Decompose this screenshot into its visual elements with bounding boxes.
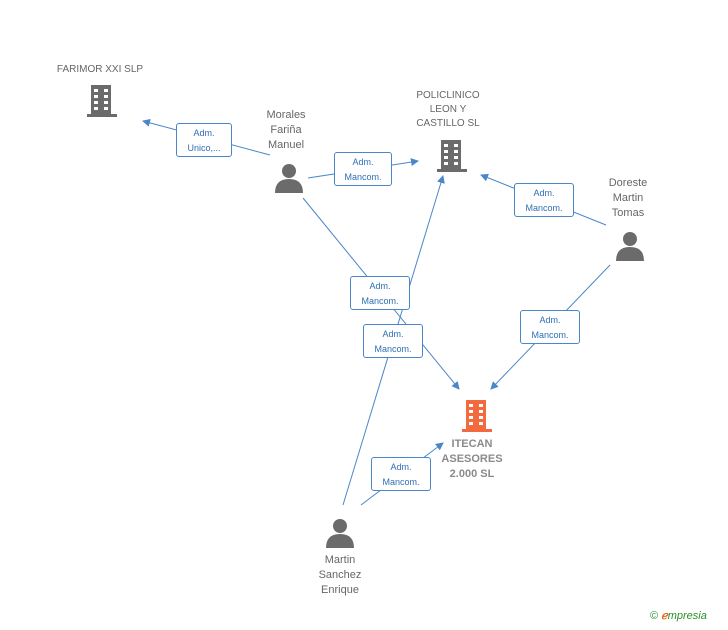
person-morales-label: Morales Fariña Manuel [266,109,306,151]
person-martin-label: Martin Sanchez Enrique [318,554,362,596]
person-icon [275,164,303,193]
relation-morales-policlinico[interactable]: Adm. Mancom. [334,152,392,186]
relation-martin-itecan[interactable]: Adm. Mancom. [371,457,431,491]
relation-martin-policlinico[interactable]: Adm. Mancom. [363,324,423,358]
relation-doreste-policlinico[interactable]: Adm. Mancom. [514,183,574,217]
company-farimor[interactable] [84,83,120,119]
company-policlinico-label: POLICLINICO LEON Y CASTILLO SL [416,90,480,129]
company-itecan[interactable] [459,398,495,434]
empresia-logo-icon: ℯ [661,610,668,622]
brand-name: mpresia [667,610,707,622]
company-itecan-label: ITECAN ASESORES 2.000 SL [441,438,503,480]
person-icon [616,232,644,261]
person-martin[interactable] [325,518,355,548]
person-icon [326,519,354,548]
person-doreste-label: Doreste Martin Tomas [608,177,648,219]
person-doreste[interactable] [615,231,645,261]
building-icon [462,400,492,432]
company-farimor-label: FARIMOR XXI SLP [56,64,144,75]
footer-brand: © ℯmpresia [650,609,707,622]
building-icon [87,85,117,117]
person-morales[interactable] [274,163,304,193]
relation-doreste-itecan[interactable]: Adm. Mancom. [520,310,580,344]
relation-morales-itecan[interactable]: Adm. Mancom. [350,276,410,310]
building-icon [437,140,467,172]
copyright-icon: © [650,610,659,622]
company-policlinico[interactable] [434,138,470,174]
relation-morales-farimor[interactable]: Adm. Unico,... [176,123,232,157]
